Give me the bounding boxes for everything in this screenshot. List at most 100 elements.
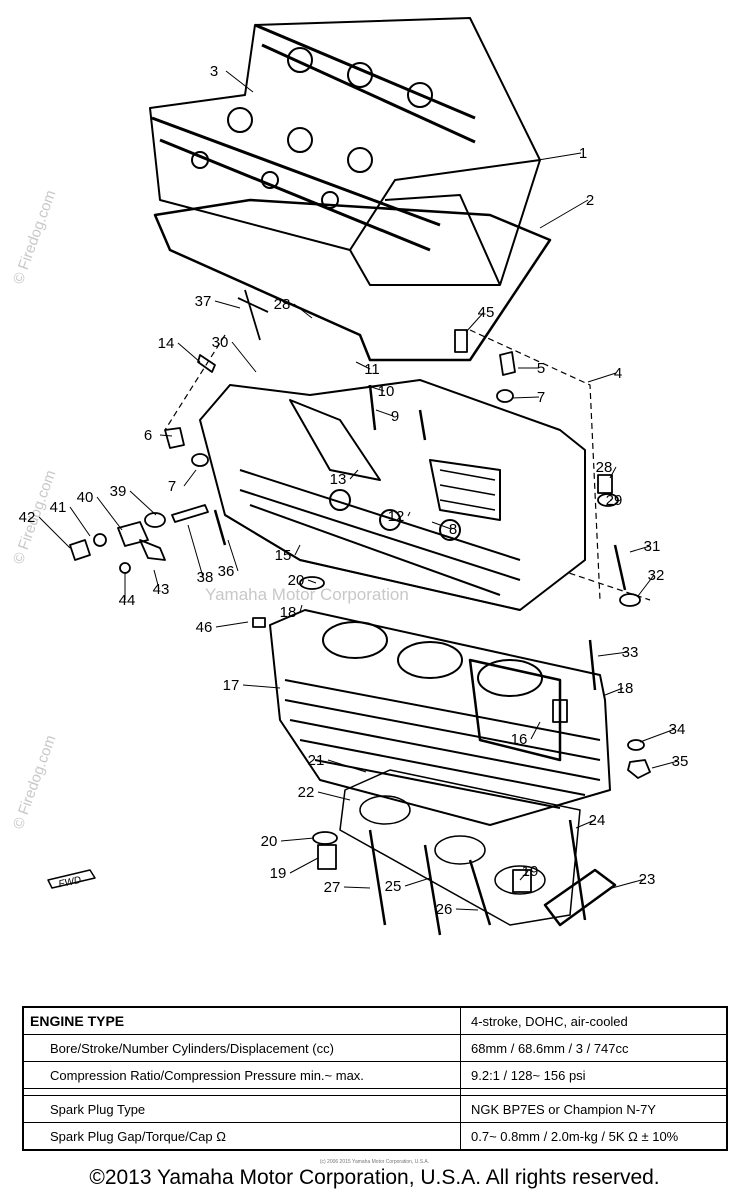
callout-25: 25: [385, 878, 402, 895]
leader-line: [317, 791, 351, 801]
spec-row-spark-plug-type: Spark Plug Type NGK BP7ES or Champion N-…: [22, 1095, 728, 1123]
leader-line: [465, 311, 485, 333]
engine-spec-table: ENGINE TYPE 4-stroke, DOHC, air-cooled B…: [22, 1006, 728, 1151]
callout-33: 33: [622, 644, 639, 661]
leader-line: [227, 539, 239, 572]
callout-18: 18: [280, 604, 297, 621]
callout-37: 37: [195, 293, 212, 310]
watermark-side-top: © Firedog.com: [10, 188, 60, 286]
spec-value: NGK BP7ES or Champion N-7Y: [460, 1095, 728, 1123]
leader-line: [69, 506, 91, 537]
leader-line: [153, 569, 160, 590]
callout-31: 31: [644, 538, 661, 555]
callout-39: 39: [110, 483, 127, 500]
leader-line: [587, 372, 617, 383]
callout-26: 26: [436, 901, 453, 918]
leader-line: [327, 759, 367, 773]
spec-label: Spark Plug Type: [22, 1095, 461, 1123]
leader-line: [289, 857, 319, 874]
callout-46: 46: [196, 619, 213, 636]
callout-17: 17: [223, 677, 240, 694]
exploded-parts-diagram: © Firedog.com © Firedog.com © Firedog.co…: [10, 17, 689, 936]
callout-42: 42: [19, 509, 36, 526]
callout-40: 40: [77, 489, 94, 506]
callout-34: 34: [669, 721, 686, 738]
leader-line: [299, 604, 303, 613]
callout-9: 9: [391, 408, 399, 425]
callout-44: 44: [119, 592, 136, 609]
leader-line: [177, 342, 201, 363]
leader-line: [215, 621, 249, 628]
callout-15: 15: [275, 547, 292, 564]
callout-19: 19: [270, 865, 287, 882]
leader-line: [294, 544, 301, 556]
leader-line: [280, 837, 315, 842]
small-copyright-line: (c) 2006 2015 Yamaha Motor Corporation, …: [319, 1159, 430, 1165]
watermark-center: Yamaha Motor Corporation: [205, 585, 409, 604]
leader-lines: [38, 70, 679, 911]
fittings: [69, 289, 516, 628]
callout-23: 23: [639, 871, 656, 888]
spec-label: Compression Ratio/Compression Pressure m…: [22, 1061, 461, 1089]
callout-24: 24: [589, 812, 606, 829]
spec-value: 68mm / 68.6mm / 3 / 747cc: [460, 1034, 728, 1062]
leader-line: [367, 385, 385, 392]
callout-28: 28: [596, 459, 613, 476]
callout-12: 12: [388, 508, 405, 525]
cam-cover: [149, 17, 541, 286]
spec-row-engine-type: ENGINE TYPE 4-stroke, DOHC, air-cooled: [22, 1006, 728, 1035]
leader-line: [183, 469, 197, 487]
callout-21: 21: [308, 752, 325, 769]
spec-row-spark-plug-gap: Spark Plug Gap/Torque/Cap Ω 0.7~ 0.8mm /…: [22, 1122, 728, 1151]
callout-14: 14: [158, 335, 175, 352]
leader-line: [455, 908, 479, 911]
callout-4: 4: [614, 365, 622, 382]
callout-45: 45: [478, 304, 495, 321]
leader-line: [407, 511, 411, 517]
spec-row-compression: Compression Ratio/Compression Pressure m…: [22, 1061, 728, 1089]
leader-line: [431, 521, 452, 530]
callout-5: 5: [537, 360, 545, 377]
leader-line: [611, 878, 646, 889]
leader-line: [129, 490, 157, 516]
leader-line: [597, 651, 629, 657]
callout-38: 38: [197, 569, 214, 586]
spec-value: 0.7~ 0.8mm / 2.0m-kg / 5K Ω ± 10%: [460, 1122, 728, 1151]
callout-13: 13: [330, 471, 347, 488]
leader-line: [629, 545, 651, 553]
cam-cover-gasket: [153, 198, 552, 362]
callout-16: 16: [511, 731, 528, 748]
studs: [213, 384, 627, 936]
leader-line: [375, 409, 394, 417]
washers: [191, 389, 651, 845]
base-gasket: [339, 769, 581, 926]
callout-20: 20: [288, 572, 305, 589]
leader-line: [539, 199, 589, 229]
leader-line: [637, 574, 655, 597]
callout-36: 36: [218, 563, 235, 580]
leader-line: [214, 300, 241, 309]
leader-line: [575, 819, 596, 829]
leader-line: [651, 760, 679, 769]
callout-7: 7: [537, 389, 545, 406]
leader-line: [355, 361, 371, 370]
parts-artwork: [47, 17, 651, 936]
spec-label: ENGINE TYPE: [22, 1006, 461, 1035]
callout-11: 11: [364, 361, 380, 378]
leader-line: [349, 469, 359, 480]
callout-27: 27: [324, 879, 341, 896]
leader-line: [225, 70, 254, 93]
callout-32: 32: [648, 567, 665, 584]
leader-line: [519, 870, 529, 881]
callout-18: 18: [617, 680, 634, 697]
callout-35: 35: [672, 753, 689, 770]
alignment-lines: [164, 329, 651, 601]
fwd-arrow: [47, 869, 96, 889]
callout-22: 22: [298, 784, 315, 801]
callout-43: 43: [153, 581, 170, 598]
leader-line: [96, 496, 123, 531]
fwd-label: FWD: [58, 875, 83, 890]
leader-line: [604, 687, 624, 696]
leader-line: [293, 303, 313, 319]
callout-20: 20: [261, 833, 278, 850]
